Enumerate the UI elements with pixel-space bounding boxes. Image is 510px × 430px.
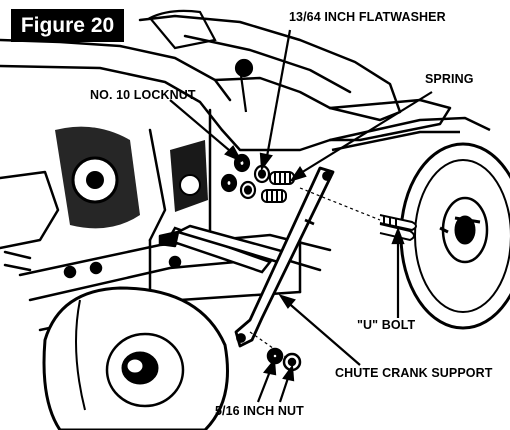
label-u-bolt: "U" BOLT (357, 318, 416, 332)
fender (329, 116, 491, 152)
figure-title-badge: Figure 20 (11, 9, 124, 42)
label-locknut: NO. 10 LOCKNUT (90, 88, 196, 102)
alignment-dashes (249, 187, 381, 361)
rear-wheel (399, 142, 510, 330)
label-chute-crank-support: CHUTE CRANK SUPPORT (335, 366, 493, 380)
chute-crank-support-bar (234, 166, 335, 348)
label-spring: SPRING (425, 72, 474, 86)
front-wheel (42, 286, 229, 430)
engine-area (55, 126, 208, 229)
label-five-sixteenth-nut: 5/16 INCH NUT (215, 404, 304, 418)
seat-outline (148, 9, 254, 113)
label-flatwasher: 13/64 INCH FLATWASHER (289, 10, 446, 24)
springs (261, 171, 295, 203)
callout-lines (169, 29, 433, 403)
hardware-cluster (220, 153, 271, 200)
